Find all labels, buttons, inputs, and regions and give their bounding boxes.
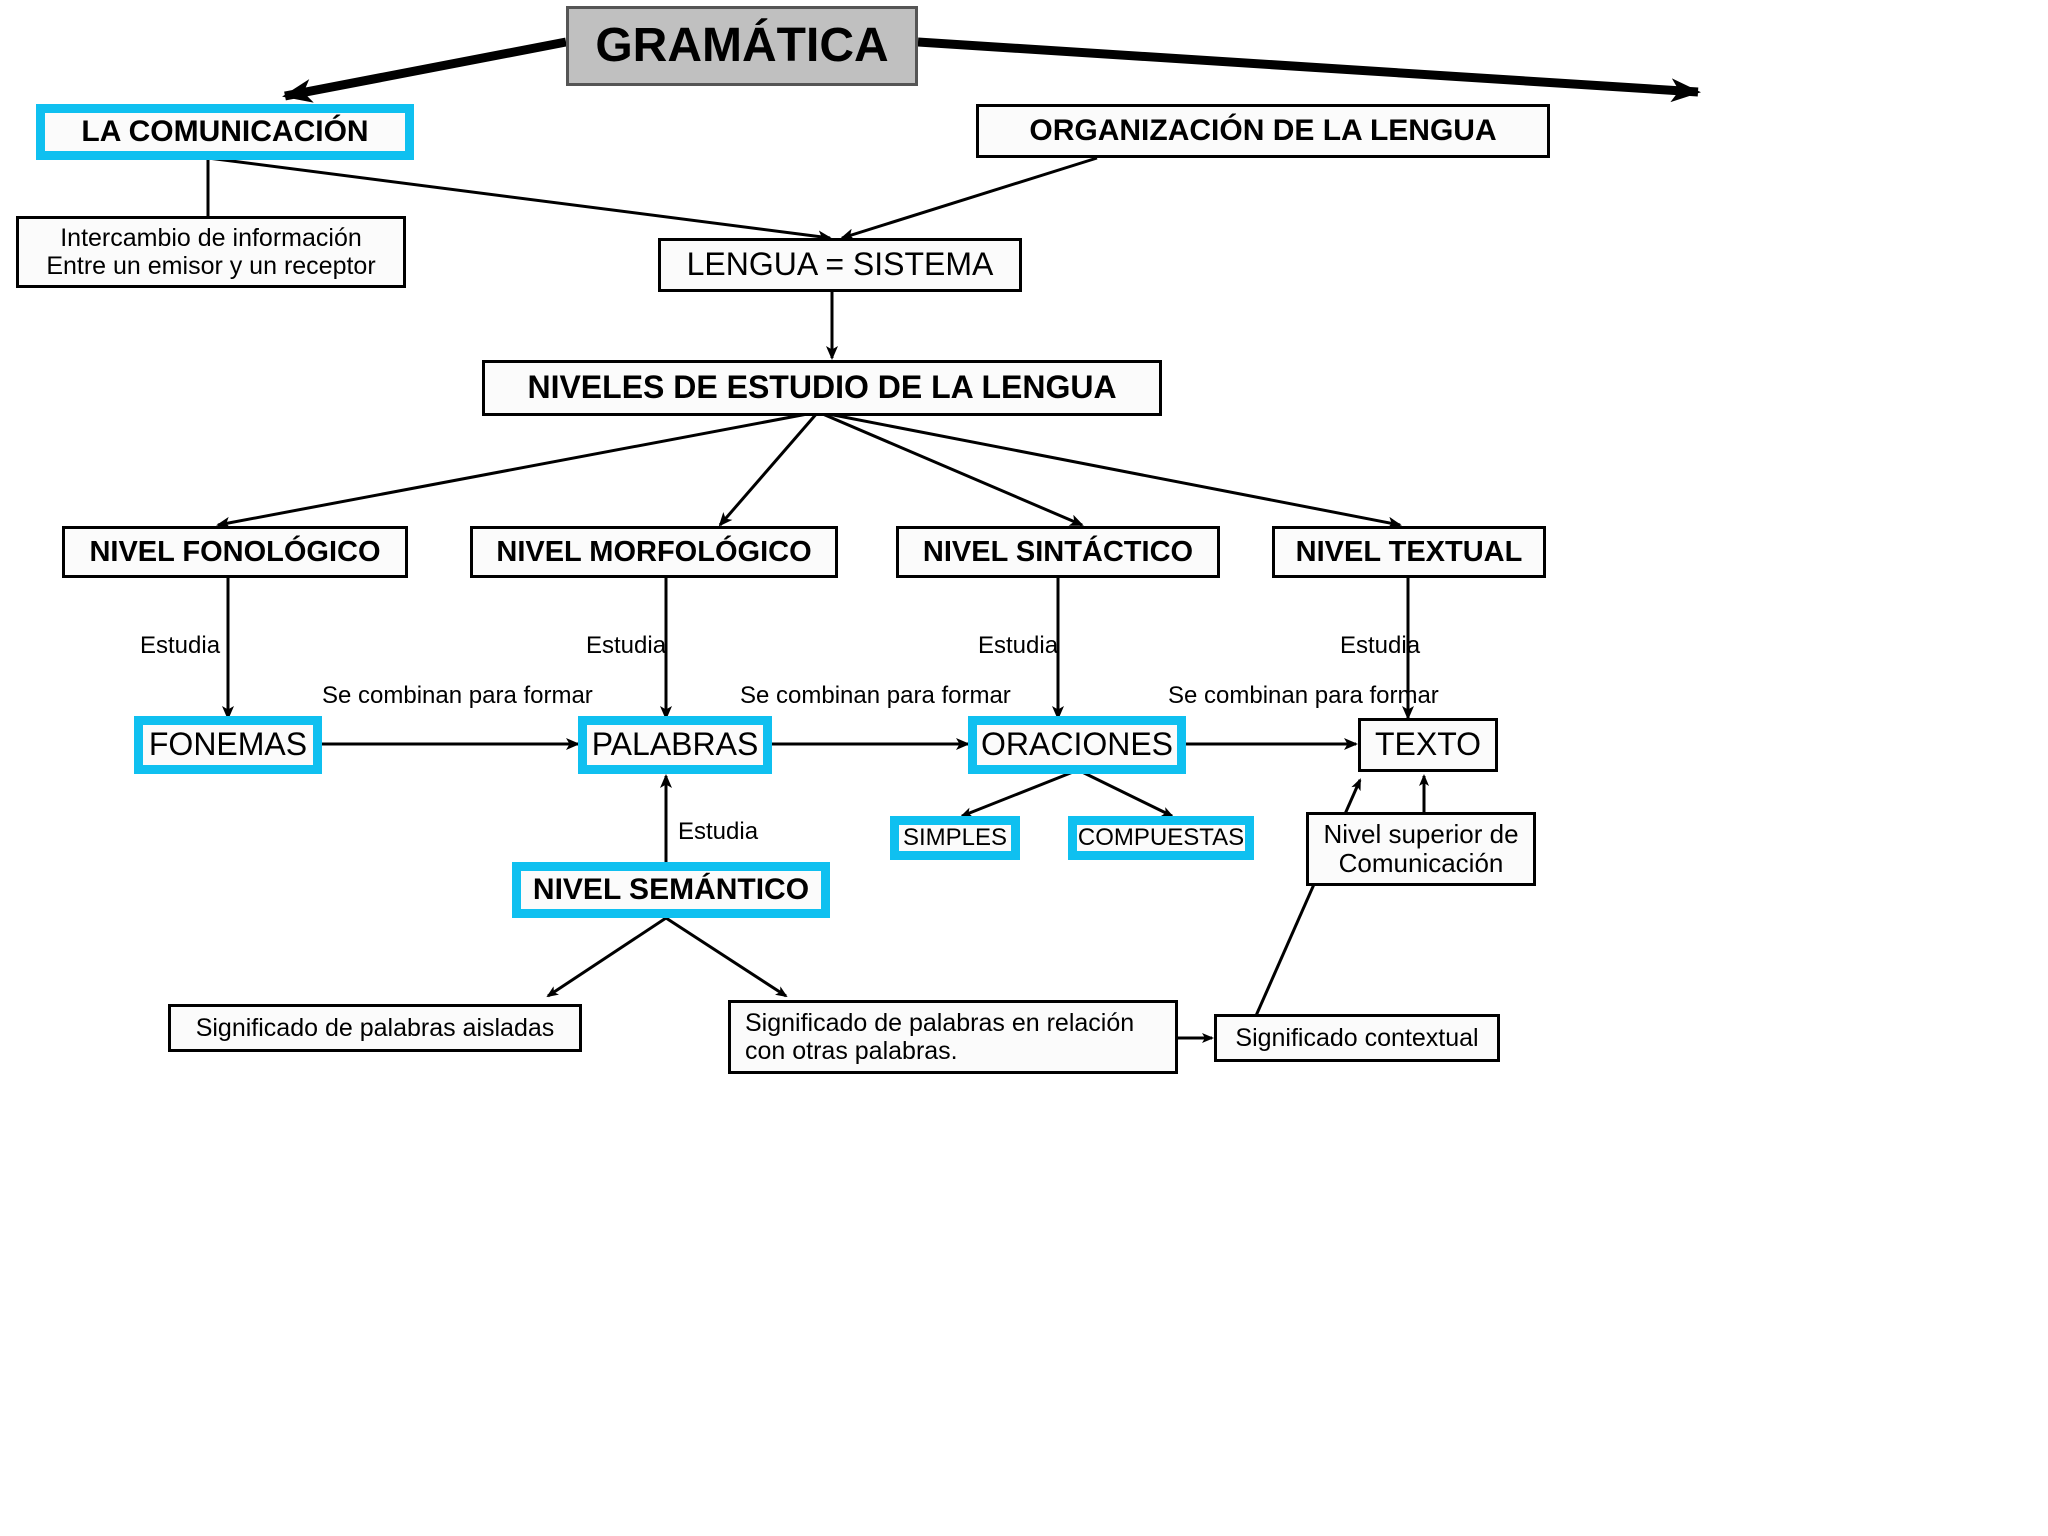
edge-label-combinan-palabras-oraciones: Se combinan para formar xyxy=(740,682,1011,709)
edge-niveles-textual xyxy=(817,410,1402,529)
edge-label-estudia-semantico: Estudia xyxy=(678,818,759,845)
node-simples[interactable]: SIMPLES xyxy=(890,816,1020,860)
edge-niveles-sintactico xyxy=(817,410,1084,527)
node-compuestas[interactable]: COMPUESTAS xyxy=(1068,816,1254,860)
node-sig-contextual-label: Significado contextual xyxy=(1235,1024,1479,1052)
node-simples-label: SIMPLES xyxy=(902,823,1008,851)
node-niveles-de-estudio[interactable]: NIVELES DE ESTUDIO DE LA LENGUA xyxy=(482,360,1162,416)
edge-oraciones-simples xyxy=(960,768,1079,818)
node-fonemas[interactable]: FONEMAS xyxy=(134,716,322,774)
node-nivel-superior-comunicacion[interactable]: Nivel superior de Comunicación xyxy=(1306,812,1536,886)
node-oraciones[interactable]: ORACIONES xyxy=(968,716,1186,774)
edge-oraciones-compuestas xyxy=(1077,768,1174,818)
node-texto[interactable]: TEXTO xyxy=(1358,718,1498,772)
edge-label-estudia-sintactico: Estudia xyxy=(978,632,1059,659)
node-oraciones-label: ORACIONES xyxy=(980,726,1174,763)
node-nivel-morfologico[interactable]: NIVEL MORFOLÓGICO xyxy=(470,526,838,578)
node-nivel-semantico[interactable]: NIVEL SEMÁNTICO xyxy=(512,862,830,918)
node-organizacion-de-la-lengua[interactable]: ORGANIZACIÓN DE LA LENGUA xyxy=(976,104,1550,158)
node-nivel-textual-label: NIVEL TEXTUAL xyxy=(1295,535,1523,568)
node-compuestas-label: COMPUESTAS xyxy=(1077,823,1245,851)
edge-label-combinan-fonemas-palabras: Se combinan para formar xyxy=(322,682,593,709)
node-nivel-textual[interactable]: NIVEL TEXTUAL xyxy=(1272,526,1546,578)
node-gramatica[interactable]: GRAMÁTICA xyxy=(566,6,918,86)
edge-label-combinan-oraciones-texto: Se combinan para formar xyxy=(1168,682,1439,709)
node-niveles-label: NIVELES DE ESTUDIO DE LA LENGUA xyxy=(527,369,1117,406)
node-nivel-sintactico[interactable]: NIVEL SINTÁCTICO xyxy=(896,526,1220,578)
edge-organizacion-lengua xyxy=(840,156,1098,241)
edge-semantico-relacion xyxy=(665,916,788,998)
edge-niveles-fonologico xyxy=(216,410,819,529)
node-nivel-fonologico-label: NIVEL FONOLÓGICO xyxy=(89,535,381,568)
node-lengua-sistema[interactable]: LENGUA = SISTEMA xyxy=(658,238,1022,292)
edge-semantico-aisladas xyxy=(546,916,667,998)
edge-label-estudia-morfologico: Estudia xyxy=(586,632,667,659)
node-organizacion-label: ORGANIZACIÓN DE LA LENGUA xyxy=(1029,114,1497,148)
node-lengua-sistema-label: LENGUA = SISTEMA xyxy=(686,246,994,283)
node-sig-aisladas-label: Significado de palabras aisladas xyxy=(195,1014,555,1042)
node-significado-contextual[interactable]: Significado contextual xyxy=(1214,1014,1500,1062)
edge-gramatica-organizacion xyxy=(917,37,1701,103)
node-nivel-morfologico-label: NIVEL MORFOLÓGICO xyxy=(496,535,812,568)
edge-label-estudia-textual: Estudia xyxy=(1340,632,1421,659)
node-nivel-fonologico[interactable]: NIVEL FONOLÓGICO xyxy=(62,526,408,578)
node-nivel-sintactico-label: NIVEL SINTÁCTICO xyxy=(922,535,1194,568)
node-palabras[interactable]: PALABRAS xyxy=(578,716,772,774)
edge-label-estudia-fonologico: Estudia xyxy=(140,632,221,659)
node-fonemas-label: FONEMAS xyxy=(148,726,308,763)
node-texto-label: TEXTO xyxy=(1374,726,1482,763)
node-nivel-superior-label: Nivel superior de Comunicación xyxy=(1323,818,1519,878)
node-gramatica-label: GRAMÁTICA xyxy=(595,19,889,73)
node-palabras-label: PALABRAS xyxy=(591,726,759,763)
edge-niveles-morfologico xyxy=(718,411,820,527)
node-significado-palabras-relacion[interactable]: Significado de palabras en relación con … xyxy=(728,1000,1178,1074)
node-sig-relacion-label: Significado de palabras en relación con … xyxy=(745,1009,1135,1065)
node-significado-palabras-aisladas[interactable]: Significado de palabras aisladas xyxy=(168,1004,582,1052)
node-nivel-semantico-label: NIVEL SEMÁNTICO xyxy=(532,873,810,907)
node-la-comunicacion-label: LA COMUNICACIÓN xyxy=(81,115,369,149)
node-intercambio-label: Intercambio de información Entre un emis… xyxy=(46,224,376,280)
node-intercambio-informacion[interactable]: Intercambio de información Entre un emis… xyxy=(16,216,406,288)
edge-gramatica-comunicacion xyxy=(282,37,567,103)
node-la-comunicacion[interactable]: LA COMUNICACIÓN xyxy=(36,104,414,160)
